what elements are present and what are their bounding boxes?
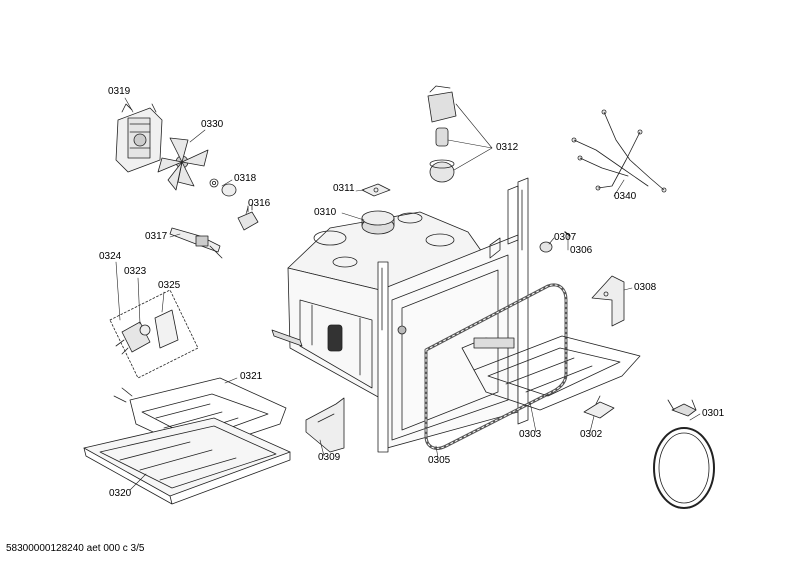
heating-element-0303 — [461, 335, 641, 411]
bracket-0311 — [361, 183, 391, 197]
label-0308: 0308 — [634, 282, 657, 293]
fan-motor-0319 — [115, 103, 163, 173]
leader-lines — [115, 97, 701, 491]
part-0316 — [237, 203, 259, 231]
label-0307: 0307 — [554, 232, 577, 243]
label-0310: 0310 — [314, 207, 337, 218]
label-0319: 0319 — [108, 86, 131, 97]
oven-cavity — [271, 177, 529, 453]
part-0307 — [539, 241, 553, 253]
label-0303: 0303 — [519, 429, 542, 440]
nut-0318 — [209, 178, 237, 197]
label-0316: 0316 — [248, 198, 271, 209]
label-0318: 0318 — [234, 173, 257, 184]
label-0306: 0306 — [570, 245, 593, 256]
wiring-harness-0340 — [571, 109, 667, 193]
part-0317 — [169, 227, 223, 259]
lamp-assembly-0312 — [427, 85, 457, 183]
oven-rack-0320 — [83, 417, 291, 505]
label-0305: 0305 — [428, 455, 451, 466]
label-0324: 0324 — [99, 251, 122, 262]
document-footer: 58300000128240 aet 000 c 3/5 — [6, 543, 145, 554]
label-0321: 0321 — [240, 371, 263, 382]
label-0311: 0311 — [333, 183, 355, 194]
label-0320: 0320 — [109, 488, 132, 499]
lamp-group-0324 — [109, 289, 199, 379]
label-0312: 0312 — [496, 142, 519, 153]
label-0317: 0317 — [145, 231, 168, 242]
label-0309: 0309 — [318, 452, 341, 463]
bracket-0308 — [591, 275, 625, 327]
label-0301: 0301 — [702, 408, 725, 419]
ring-element-0301 — [653, 399, 715, 509]
label-0330: 0330 — [201, 119, 224, 130]
label-0325: 0325 — [158, 280, 181, 291]
label-0323: 0323 — [124, 266, 147, 277]
label-0340: 0340 — [614, 191, 637, 202]
bracket-0309 — [305, 397, 345, 453]
door-seal-0305 — [424, 283, 568, 450]
fan-blade-0330 — [157, 137, 209, 191]
fan-cover-0310 — [361, 210, 395, 235]
label-0302: 0302 — [580, 429, 603, 440]
screw-0306 — [564, 231, 571, 237]
bracket-0302 — [583, 395, 615, 419]
